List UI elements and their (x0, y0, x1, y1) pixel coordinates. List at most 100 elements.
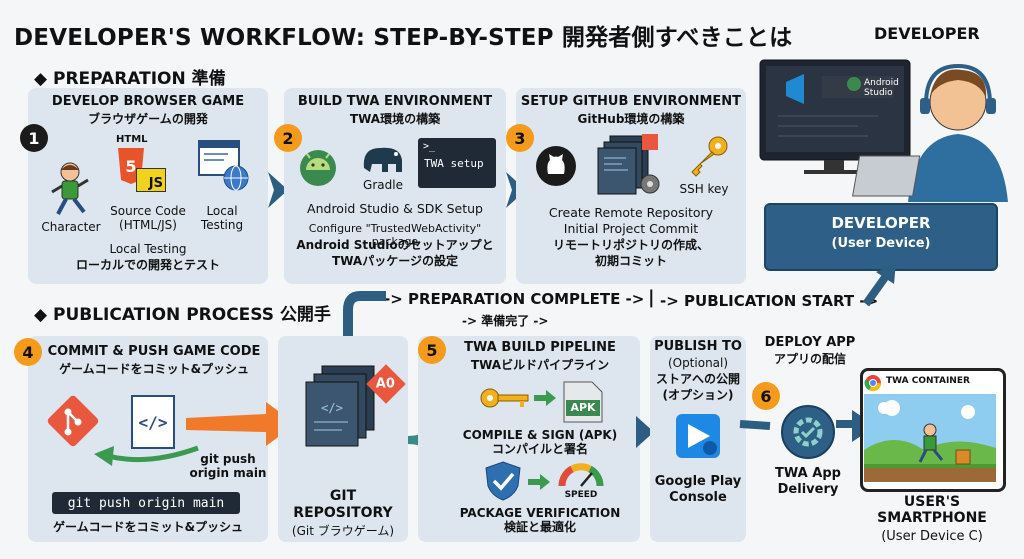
developer-box (764, 203, 998, 271)
developer-workstation-illustration (759, 59, 1008, 202)
step4-number: 4 (14, 338, 42, 366)
developer-label: DEVELOPER (874, 24, 980, 43)
step4-title: COMMIT & PUSH GAME CODE (47, 344, 261, 359)
preparation-complete-label: -> PREPARATION COMPLETE -> (384, 290, 645, 308)
step2-number: 2 (274, 124, 302, 152)
repository-title: GIT REPOSITORY (293, 488, 393, 521)
step2-line4: TWAパッケージの設定 (332, 254, 458, 268)
apk-label: APK (570, 401, 596, 414)
speed-gauge-icon (558, 463, 604, 487)
verify-arrow-icon (528, 474, 550, 490)
repository-badge-text: A0 (376, 376, 396, 392)
step5-title: TWA BUILD PIPELINE (464, 340, 616, 355)
step1-bottom-en: Local Testing (109, 242, 187, 256)
ssh-key-icon (691, 136, 728, 177)
git-repository-files-icon: </> (305, 365, 375, 447)
developer-box-title: DEVELOPER (831, 214, 931, 232)
character-icon (51, 162, 89, 215)
step5-subtitle: TWAビルドパイプライン (470, 358, 610, 372)
compile-label: COMPILE & SIGN (APK) (462, 428, 618, 442)
shield-check-icon (485, 461, 521, 501)
arrow-step1-to-step2 (268, 172, 288, 208)
step3-subtitle: GitHub環境の構築 (577, 112, 685, 126)
arrow-step4-to-repository (186, 402, 296, 446)
step2-title: BUILD TWA ENVIRONMENT (297, 94, 493, 109)
terminal-prompt: >_ (423, 141, 436, 152)
svg-text:</>: </> (321, 401, 343, 415)
git-push-label: git push origin main (189, 452, 267, 480)
step3-line1: Create Remote Repository (548, 205, 714, 220)
step1-title: DEVELOP BROWSER GAME (51, 94, 245, 109)
step3-line4: 初期コミット (594, 254, 667, 268)
twa-delivery-label: TWA App Delivery (775, 466, 841, 497)
speed-label: SPEED (564, 490, 598, 500)
android-studio-screen-label: Android Studio (864, 78, 899, 98)
smartphone-subtitle: (User Device C) (881, 529, 983, 544)
chrome-icon (864, 375, 882, 392)
js-icon: JS (136, 168, 166, 192)
preparation-complete-jp: -> 準備完了 -> (462, 314, 549, 328)
source-code-label: Source Code (HTML/JS) (110, 204, 186, 232)
smartphone-title: USER'S SMARTPHONE (877, 494, 987, 526)
compile-arrow-icon (534, 390, 556, 406)
compile-jp-label: コンパイルと署名 (491, 442, 588, 456)
step2-line2: Configure "TrustedWebActivity" package (308, 222, 482, 248)
github-icon (536, 146, 576, 186)
step4-subtitle: ゲームコードをコミット&プッシュ (58, 362, 250, 376)
terminal-text: TWA setup (424, 157, 484, 170)
html-text: HTML (116, 134, 148, 145)
publication-start-label: -> PUBLICATION START -> (660, 292, 879, 310)
svg-text:</>: </> (139, 413, 168, 432)
verify-jp-label: 検証と最適化 (503, 520, 576, 534)
step6-subtitle: アプリの配信 (773, 352, 846, 366)
step3-number: 3 (506, 124, 534, 152)
twa-container-label: TWA CONTAINER (886, 376, 970, 386)
publish-optional: (Optional) (667, 356, 729, 370)
ssh-key-label: SSH key (679, 182, 729, 196)
code-file-icon: </> (131, 395, 175, 449)
character-label: Character (41, 220, 101, 234)
git-push-command: git push origin main (52, 492, 240, 514)
twa-delivery-icon (781, 405, 835, 459)
step3-title: SETUP GITHUB ENVIRONMENT (520, 94, 742, 109)
step1-subtitle: ブラウザゲームの開発 (88, 112, 208, 126)
game-screen-illustration (864, 394, 996, 482)
gradle-label: Gradle (363, 178, 403, 192)
step6-number: 6 (752, 382, 780, 410)
signing-key-icon (480, 388, 529, 408)
svg-text:5: 5 (125, 157, 136, 176)
step1-number: 1 (20, 124, 48, 152)
developer-box-subtitle: (User Device) (831, 236, 931, 251)
step2-subtitle: TWA環境の構築 (349, 112, 441, 126)
publication-heading: ◆ PUBLICATION PROCESS 公開手 (34, 305, 331, 325)
step5-panel (418, 336, 640, 542)
repository-subtitle: (Git ブラウゲーム) (291, 524, 395, 538)
step2-line3: Android Studioのセットアップと (296, 238, 494, 252)
step6-title: DEPLOY APP (764, 335, 856, 350)
local-testing-label: Local Testing (200, 204, 244, 232)
step5-number: 5 (418, 336, 446, 364)
arrow-to-developer (862, 262, 896, 307)
flow-divider: | (648, 287, 655, 308)
android-studio-screen-icon (847, 77, 861, 91)
step2-line1: Android Studio & SDK Setup (307, 201, 483, 216)
step3-line3: リモートリポジトリの作成、 (552, 238, 709, 252)
step4-bottom-jp: ゲームコードをコミット&プッシュ (52, 520, 244, 534)
arrow-step5-to-publish (636, 416, 654, 448)
apk-file-icon (563, 381, 603, 423)
page-title: DEVELOPER'S WORKFLOW: STEP-BY-STEP 開発者側す… (14, 25, 793, 51)
git-logo-icon (47, 395, 99, 447)
step3-line2: Initial Project Commit (563, 221, 699, 236)
push-return-arrow (94, 445, 199, 466)
publish-title: PUBLISH TO (654, 339, 742, 354)
step1-bottom-jp: ローカルでの開発とテスト (75, 258, 220, 272)
gradle-elephant-icon (363, 147, 402, 172)
repository-files-icon (597, 134, 660, 195)
google-play-console-icon (676, 414, 720, 458)
google-play-console-label: Google Play Console (654, 474, 742, 505)
publish-jp1: ストアへの公開 (655, 372, 740, 386)
browser-globe-icon (198, 140, 249, 191)
android-studio-icon (300, 150, 336, 186)
preparation-heading: ◆ PREPARATION 準備 (34, 69, 226, 89)
verify-label: PACKAGE VERIFICATION (459, 506, 621, 520)
